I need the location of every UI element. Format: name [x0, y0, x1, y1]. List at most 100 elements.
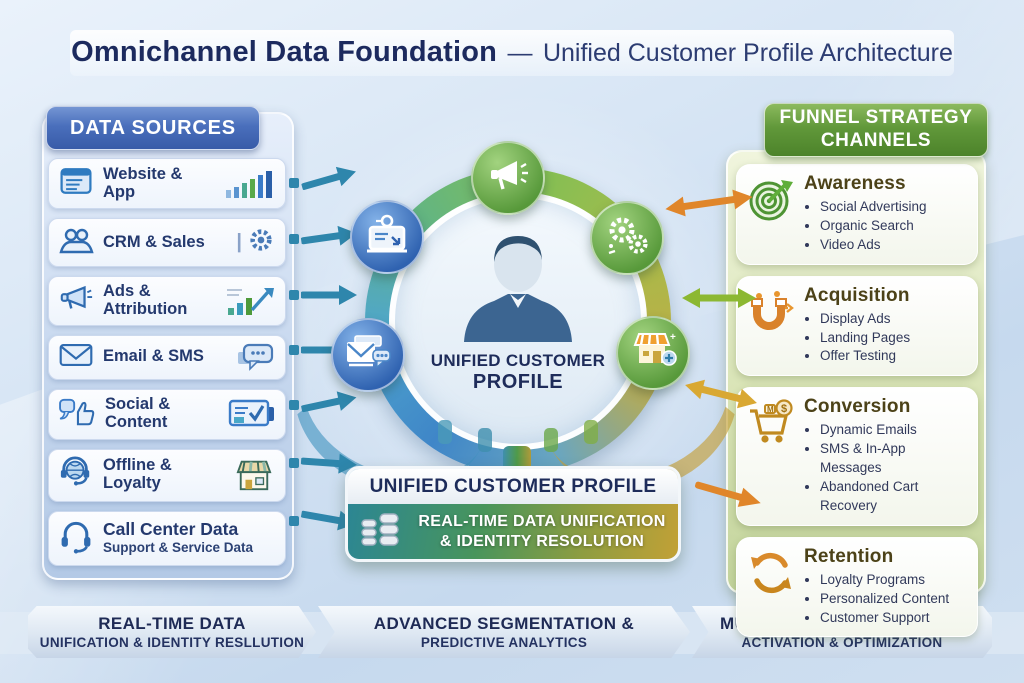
support-globe-icon [58, 456, 94, 495]
megaphone-icon [58, 283, 94, 318]
stage-bullet: SMS & In-App Messages [820, 440, 967, 478]
stage-title: Retention [804, 545, 894, 567]
storefront-icon: + [629, 329, 677, 378]
satellite-broadcast [471, 141, 545, 215]
thumbs-up-icon [58, 396, 96, 433]
footer-line1: REAL-TIME DATA [98, 614, 246, 633]
svg-text:M: M [767, 405, 774, 414]
store-icon [232, 457, 276, 493]
stage-bullet: Landing Pages [820, 329, 910, 348]
source-sublabel: Support & Service Data [103, 540, 254, 556]
banner-title: UNIFIED CUSTOMER PROFILE [348, 469, 678, 504]
bar-chart-icon [224, 168, 276, 200]
connector-square [289, 234, 299, 244]
unified-profile-banner: UNIFIED CUSTOMER PROFILE REAL-TIME DATA … [345, 466, 681, 562]
database-icon [358, 508, 406, 555]
source-label: Ads & Attribution [103, 282, 188, 318]
stage-bullet: Social Advertising [820, 198, 927, 217]
stage-bullet: Loyalty Programs [820, 571, 949, 590]
source-label: Call Center Data [103, 519, 239, 540]
connector-pill [438, 420, 452, 444]
source-item-website-app: Website & App [48, 158, 286, 209]
stage-content: Awareness Social Advertising Organic Sea… [804, 173, 927, 255]
email-chat-icon [343, 332, 393, 379]
gears-icon [603, 213, 651, 264]
satellite-automation [590, 201, 664, 275]
stage-bullet: Display Ads [820, 310, 910, 329]
banner-body: REAL-TIME DATA UNIFICATION & IDENTITY RE… [348, 504, 678, 559]
profile-label-line1: UNIFIED CUSTOMER [430, 351, 606, 370]
profile-label-line2: PROFILE [472, 371, 564, 393]
stage-bullet: Customer Support [820, 609, 949, 628]
satellite-commerce: + [616, 316, 690, 390]
source-label: Email & SMS [103, 347, 204, 366]
stage-title: Conversion [804, 396, 911, 418]
connector-square [289, 400, 299, 410]
connector-square [289, 516, 299, 526]
stage-bullet: Abandoned Cart Recovery [820, 478, 967, 516]
stage-content: Acquisition Display Ads Landing Pages Of… [804, 285, 910, 367]
stage-conversion: M $ Conversion Dynamic Emails SMS & In-Ap… [736, 387, 978, 526]
source-right-icons: | [236, 225, 276, 260]
stage-retention: Retention Loyalty Programs Personalized … [736, 536, 978, 638]
funnel-header: FUNNEL STRATEGY CHANNELS [764, 103, 988, 157]
people-icon [58, 225, 94, 260]
stage-bullet-list: Loyalty Programs Personalized Content Cu… [820, 571, 949, 628]
megaphone-icon [485, 155, 531, 202]
chat-bubble-icon [236, 342, 276, 372]
stage-content: Conversion Dynamic Emails SMS & In-App M… [804, 396, 967, 515]
stage-bullet: Personalized Content [820, 590, 949, 609]
source-item-crm-sales: CRM & Sales | [48, 218, 286, 267]
refresh-cycle-icon [747, 549, 795, 597]
stage-bullet: Offer Testing [820, 347, 910, 366]
footer-line2: ACTIVATION & OPTIMIZATION [741, 635, 943, 650]
banner-subtitle: REAL-TIME DATA UNIFICATION & IDENTITY RE… [414, 512, 670, 552]
connector-square [289, 458, 299, 468]
footer-line1: ADVANCED SEGMENTATION & [373, 614, 635, 633]
stage-bullet: Dynamic Emails [820, 421, 967, 440]
title-subtitle: Unified Customer Profile Architecture [542, 39, 953, 67]
source-label-group: Call Center Data Support & Service Data [103, 520, 253, 555]
stage-bullet-list: Dynamic Emails SMS & In-App Messages Aba… [820, 421, 967, 515]
satellite-messaging [331, 318, 405, 392]
content-check-icon [226, 397, 276, 431]
flow-arrow-left-3 [301, 285, 357, 305]
divider: | [236, 231, 242, 253]
footer-segment-segmentation: ADVANCED SEGMENTATION & PREDICTIVE ANALY… [318, 606, 690, 658]
stage-acquisition: Acquisition Display Ads Landing Pages Of… [736, 275, 978, 377]
envelope-icon [58, 342, 94, 373]
stage-bullet-list: Display Ads Landing Pages Offer Testing [820, 310, 910, 367]
profile-label: UNIFIED CUSTOMER PROFILE [431, 351, 606, 394]
connector-pill [478, 428, 492, 452]
unified-profile-circle: UNIFIED CUSTOMER PROFILE [389, 192, 647, 450]
connector-square [289, 290, 299, 300]
svg-text:$: $ [781, 403, 787, 415]
stage-bullet: Organic Search [820, 217, 927, 236]
stage-title: Awareness [804, 173, 906, 194]
title-band [70, 30, 954, 76]
webpage-icon [58, 165, 94, 202]
page-title: Omnichannel Data Foundation — Unified Cu… [0, 36, 1024, 69]
growth-chart-icon [224, 284, 276, 318]
funnel-stage-list: Awareness Social Advertising Organic Sea… [736, 164, 978, 638]
source-item-email-sms: Email & SMS [48, 334, 286, 380]
source-label: Website & App [103, 164, 183, 201]
source-label: Offline & Loyalty [103, 456, 172, 493]
banner-subtitle-line2: & IDENTITY RESOLUTION [439, 532, 645, 550]
data-sources-header: DATA SOURCES [46, 106, 260, 150]
footer-line2: PREDICTIVE ANALYTICS [420, 635, 588, 650]
footer-segment-realtime: REAL-TIME DATA UNIFICATION & IDENTITY RE… [28, 606, 316, 658]
source-item-ads-attribution: Ads & Attribution [48, 276, 286, 326]
data-sources-list: Website & App CRM & Sales | Ads & Attrib… [48, 158, 286, 566]
connector-square [289, 178, 299, 188]
svg-text:+: + [670, 332, 676, 343]
person-silhouette-icon [452, 224, 584, 347]
stage-title: Acquisition [804, 284, 910, 306]
stage-bullet-list: Social Advertising Organic Search Video … [820, 198, 927, 255]
connector-square [289, 345, 299, 355]
stage-bullet: Video Ads [820, 236, 927, 255]
monitor-icon [364, 214, 410, 261]
headset-icon [58, 518, 94, 559]
title-separator: — [507, 39, 533, 67]
